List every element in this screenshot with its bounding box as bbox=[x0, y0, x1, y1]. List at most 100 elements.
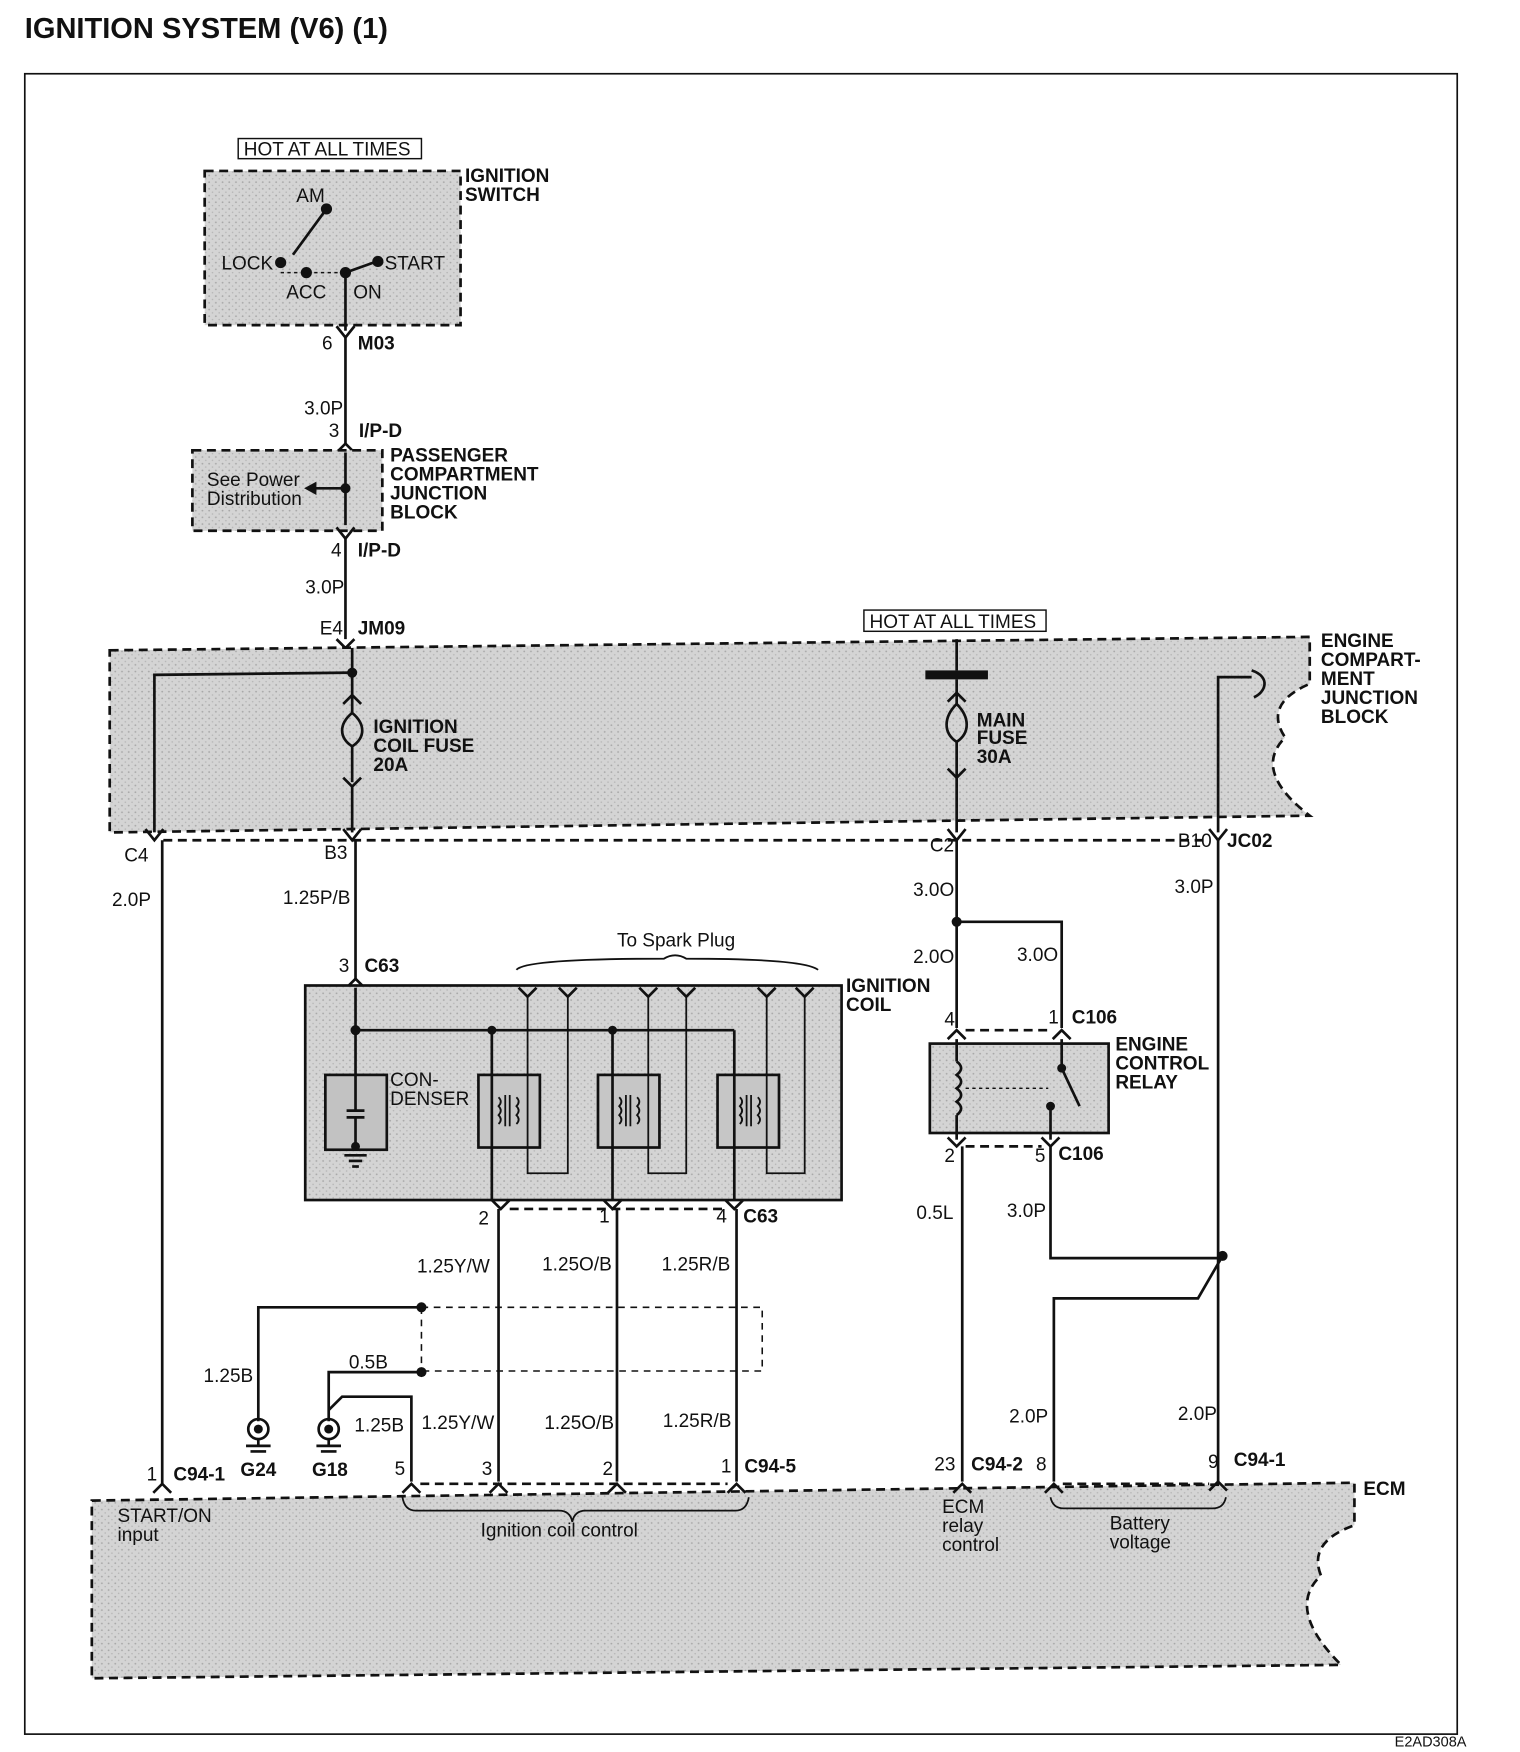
switch-pos-acc: ACC bbox=[286, 282, 326, 303]
ground-g18-label: G18 bbox=[312, 1460, 348, 1481]
ipd-bot-label: I/P-D bbox=[358, 540, 401, 561]
pjb-note-1: See Power bbox=[207, 470, 300, 491]
wire-w7: 3.0O bbox=[1017, 945, 1058, 966]
ejb-title-5: BLOCK bbox=[1321, 707, 1389, 728]
c106-top-label: C106 bbox=[1072, 1007, 1117, 1028]
ecm-relay-1: ECM bbox=[942, 1497, 984, 1518]
relay-title-3: RELAY bbox=[1115, 1072, 1178, 1093]
engine-control-relay: 4 1 C106 ENGINE CONTROL RELAY 2 5 C106 bbox=[928, 1007, 1210, 1167]
ecm: ECM START/ON input Ignition coil control… bbox=[90, 1479, 1406, 1680]
jm09-pin: E4 bbox=[320, 619, 343, 640]
c4-label: C4 bbox=[124, 845, 148, 866]
c63-bot-label: C63 bbox=[743, 1206, 778, 1227]
c94-1-left-label: C94-1 bbox=[173, 1464, 225, 1485]
pjb-title-2: COMPARTMENT bbox=[390, 464, 539, 485]
relay-title-1: ENGINE bbox=[1115, 1034, 1188, 1055]
wire-w1: 3.0P bbox=[304, 399, 343, 420]
ecm-title: ECM bbox=[1363, 1479, 1405, 1500]
ground-g24-label: G24 bbox=[240, 1460, 276, 1481]
c94-5-pin-2: 2 bbox=[602, 1459, 613, 1480]
ignition-switch-title-1: IGNITION bbox=[465, 166, 549, 187]
relay-title-2: CONTROL bbox=[1115, 1053, 1209, 1074]
ign-coil-title-1: IGNITION bbox=[846, 976, 930, 997]
ipd-bot-pin: 4 bbox=[331, 540, 342, 561]
wire-w13: 0.5B bbox=[349, 1353, 388, 1374]
pjb-title-3: JUNCTION bbox=[390, 483, 487, 504]
hot-label-engine: HOT AT ALL TIMES bbox=[870, 612, 1037, 633]
pjb-title-1: PASSENGER bbox=[390, 445, 508, 466]
diagram-frame bbox=[23, 72, 1459, 1735]
passenger-junction-block: See Power Distribution PASSENGER COMPART… bbox=[191, 445, 539, 533]
wire-w3: 2.0P bbox=[112, 890, 151, 911]
wire-w16: 1.25O/B bbox=[544, 1413, 614, 1434]
c94-1-left-pin: 1 bbox=[147, 1464, 158, 1485]
ipd-top-label: I/P-D bbox=[359, 421, 402, 442]
ejb-title-4: JUNCTION bbox=[1321, 688, 1418, 709]
c94-1-right-label: C94-1 bbox=[1234, 1450, 1286, 1471]
ig-fuse-1: IGNITION bbox=[373, 717, 457, 738]
c94-5-pin-3: 3 bbox=[482, 1459, 493, 1480]
ecm-start-2: input bbox=[118, 1525, 160, 1546]
ign-coil-title-2: COIL bbox=[846, 995, 892, 1016]
c94-2-pin-8: 8 bbox=[1036, 1454, 1047, 1475]
ignition-switch-title-2: SWITCH bbox=[465, 185, 540, 206]
ecm-relay-3: control bbox=[942, 1535, 999, 1556]
ecm-start-1: START/ON bbox=[118, 1506, 212, 1527]
c106-pin-4: 4 bbox=[944, 1010, 955, 1031]
ig-fuse-2: COIL FUSE bbox=[373, 736, 474, 757]
c94-2-label: C94-2 bbox=[971, 1454, 1023, 1475]
wire-w9: 1.25Y/W bbox=[417, 1257, 490, 1278]
c2-label: C2 bbox=[930, 835, 954, 856]
m03-pin: 6 bbox=[322, 334, 333, 355]
ecm-battery-1: Battery bbox=[1110, 1514, 1171, 1535]
c63-pin-1: 1 bbox=[599, 1206, 610, 1227]
c94-2-pin-23: 23 bbox=[934, 1454, 955, 1475]
ground-g24: G24 bbox=[240, 1417, 277, 1481]
ejb-title-2: COMPART- bbox=[1321, 650, 1421, 671]
switch-pos-am: AM bbox=[296, 186, 324, 207]
condenser-2: DENSER bbox=[390, 1089, 469, 1110]
main-fuse-1: MAIN bbox=[977, 710, 1026, 731]
b3-label: B3 bbox=[324, 843, 347, 864]
c106-pin-2: 2 bbox=[944, 1146, 955, 1167]
wire-w6: 2.0O bbox=[913, 947, 954, 968]
hot-label-top: HOT AT ALL TIMES bbox=[244, 139, 411, 160]
engine-junction-block: ENGINE COMPART- MENT JUNCTION BLOCK IGNI… bbox=[108, 631, 1421, 834]
main-fuse-3: 30A bbox=[977, 747, 1012, 768]
c106-pin-5: 5 bbox=[1035, 1146, 1046, 1167]
c63-top-pin: 3 bbox=[339, 956, 350, 977]
wire-w8: 3.0P bbox=[1175, 877, 1214, 898]
wire-w19: 3.0P bbox=[1007, 1201, 1046, 1222]
wire-w5: 3.0O bbox=[913, 880, 954, 901]
wire-w12: 1.25B bbox=[204, 1366, 254, 1387]
b10-label: B10 bbox=[1178, 831, 1212, 852]
ejb-title-3: MENT bbox=[1321, 669, 1375, 690]
ecm-coil-control: Ignition coil control bbox=[481, 1520, 638, 1541]
c106-bot-label: C106 bbox=[1058, 1144, 1103, 1165]
pjb-title-4: BLOCK bbox=[390, 502, 458, 523]
figure-code: E2AD308A bbox=[1395, 1734, 1467, 1750]
ejb-title-1: ENGINE bbox=[1321, 631, 1394, 652]
wire-w4: 1.25P/B bbox=[283, 888, 351, 909]
wire-w17: 1.25R/B bbox=[663, 1411, 732, 1432]
c63-pin-4: 4 bbox=[716, 1206, 727, 1227]
wire-w20: 2.0P bbox=[1009, 1406, 1048, 1427]
c106-pin-1: 1 bbox=[1048, 1007, 1059, 1028]
wire-w11: 1.25R/B bbox=[662, 1254, 731, 1275]
wire-w2: 3.0P bbox=[305, 577, 344, 598]
c63-pin-2: 2 bbox=[478, 1209, 489, 1230]
c63-top-label: C63 bbox=[364, 956, 399, 977]
switch-pos-lock: LOCK bbox=[221, 253, 273, 274]
pjb-note-2: Distribution bbox=[207, 489, 302, 510]
m03-label: M03 bbox=[358, 334, 395, 355]
wire-w14: 1.25B bbox=[354, 1415, 404, 1436]
ignition-coil: To Spark Plug 3 C63 IGNITION COIL CON- D… bbox=[303, 930, 930, 1202]
wire-w18: 0.5L bbox=[916, 1203, 953, 1224]
ig-fuse-3: 20A bbox=[373, 755, 408, 776]
c94-5-pin-5: 5 bbox=[395, 1459, 406, 1480]
c94-5-pin-1: 1 bbox=[721, 1457, 732, 1478]
ipd-top-pin: 3 bbox=[329, 421, 340, 442]
jm09-label: JM09 bbox=[358, 619, 406, 640]
switch-pos-on: ON bbox=[353, 282, 381, 303]
wire-w15: 1.25Y/W bbox=[421, 1413, 494, 1434]
